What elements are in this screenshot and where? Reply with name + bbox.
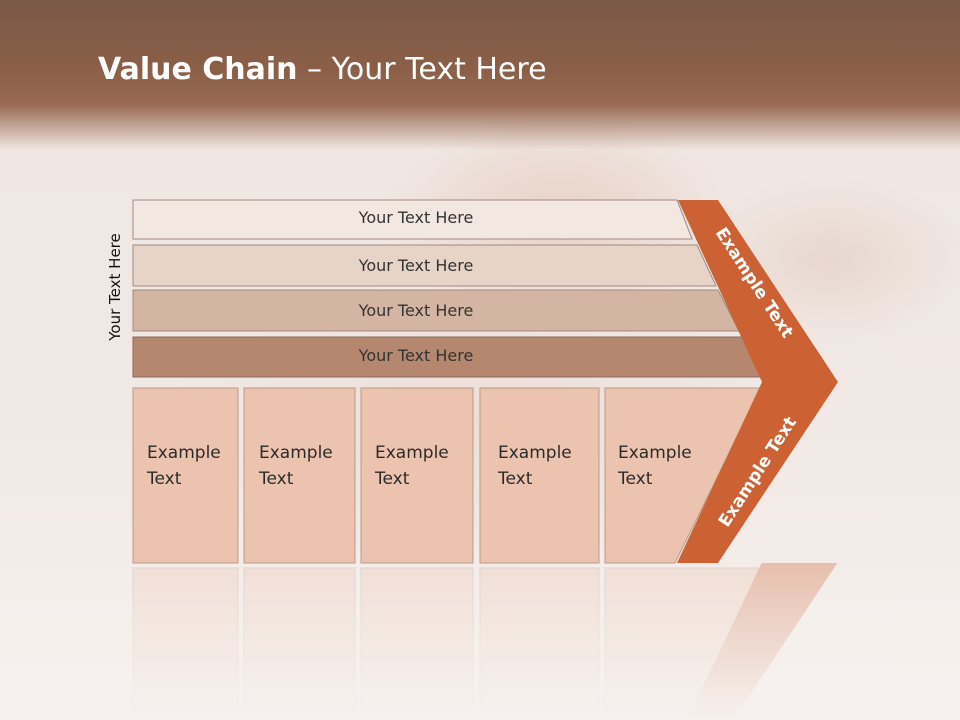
row-2-shape[interactable]	[132, 244, 717, 287]
box-3-line2: Text	[375, 469, 410, 489]
box-1-line1: Example	[147, 443, 221, 463]
row-2-label: Your Text Here	[358, 256, 474, 275]
box-1-line2: Text	[147, 469, 182, 489]
row-4-label: Your Text Here	[358, 346, 474, 365]
title-rest: – Your Text Here	[297, 52, 547, 87]
box-1-shape[interactable]	[132, 387, 239, 564]
box-4-line2: Text	[498, 469, 533, 489]
margin-chevron[interactable]	[677, 200, 838, 563]
box-4-shape[interactable]	[479, 387, 600, 564]
slide-title: Value Chain – Your Text Here	[98, 52, 547, 87]
title-bold: Value Chain	[98, 52, 298, 87]
box-5-line1: Example	[618, 443, 692, 463]
box-2-shape[interactable]	[243, 387, 356, 564]
row-1-shape[interactable]	[132, 199, 693, 240]
box-2-line2: Text	[259, 469, 294, 489]
box-2-line1: Example	[259, 443, 333, 463]
header-band	[0, 0, 960, 150]
box-3-shape[interactable]	[360, 387, 474, 564]
row-1-label: Your Text Here	[358, 208, 474, 227]
box-5-line2: Text	[618, 469, 653, 489]
box-3-line1: Example	[375, 443, 449, 463]
box-4-line1: Example	[498, 443, 572, 463]
reflection-fade	[0, 563, 960, 720]
row-3-label: Your Text Here	[358, 301, 474, 320]
